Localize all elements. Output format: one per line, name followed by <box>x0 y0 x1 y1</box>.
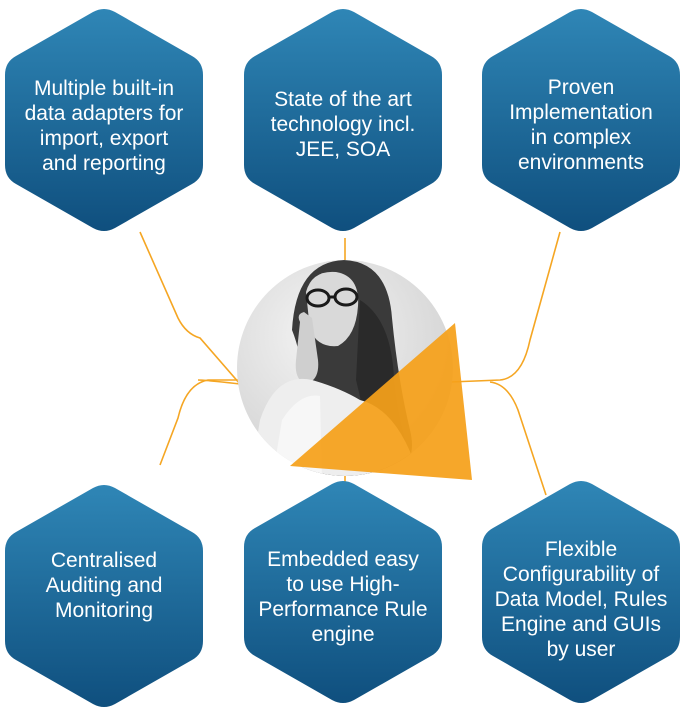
hexagon-auditing <box>5 485 203 707</box>
label-line: Centralised <box>50 549 158 572</box>
hexagon-technology <box>244 9 442 231</box>
hexagon-label-rule-engine: Embedded easy to use High- Performance R… <box>248 547 438 647</box>
hexagon-data-adapters <box>5 9 203 231</box>
label-line: and reporting <box>42 152 166 175</box>
connector-right <box>489 381 547 496</box>
label-line: engine <box>311 623 375 646</box>
label-line: by user <box>546 638 616 661</box>
hexagon-label-configurability: Flexible Configurability of Data Model, … <box>480 537 680 662</box>
connector-top-right <box>449 231 561 383</box>
label-line: Flexible <box>544 538 618 561</box>
label-line: Embedded easy <box>267 548 419 571</box>
label-line: Engine and GUIs <box>501 613 661 636</box>
hexagon-label-auditing: Centralised Auditing and Monitoring <box>9 548 199 623</box>
label-line: JEE, SOA <box>295 138 391 161</box>
label-line: Configurability of <box>502 563 660 586</box>
hexagon-group <box>5 9 680 707</box>
label-line: Multiple built-in <box>33 77 175 100</box>
hexagon-label-technology: State of the art technology incl. JEE, S… <box>248 87 438 162</box>
label-line: Implementation <box>509 101 653 124</box>
connector-lines <box>139 231 561 496</box>
accent-triangle <box>290 323 472 480</box>
label-line: State of the art <box>274 88 412 111</box>
label-line: Monitoring <box>54 599 154 622</box>
connector-left <box>159 379 240 466</box>
center-photo <box>237 260 472 480</box>
label-line: to use High- <box>286 573 400 596</box>
hexagon-proven-implementation <box>482 9 680 231</box>
label-line: in complex <box>530 126 632 149</box>
hexagon-rule-engine <box>244 481 442 703</box>
hexagon-configurability <box>482 481 680 703</box>
label-line: Auditing and <box>45 574 163 597</box>
label-line: Data Model, Rules <box>494 588 668 611</box>
label-line: data adapters for <box>24 102 184 125</box>
label-line: Proven <box>547 76 615 99</box>
label-line: technology incl. <box>270 113 416 136</box>
label-line: import, export <box>39 127 169 150</box>
label-line: environments <box>517 151 645 174</box>
hexagon-label-proven-implementation: Proven Implementation in complex environ… <box>486 75 676 175</box>
connector-top-left <box>139 231 242 386</box>
hexagon-label-data-adapters: Multiple built-in data adapters for impo… <box>9 76 199 176</box>
label-line: Performance Rule <box>258 598 428 621</box>
